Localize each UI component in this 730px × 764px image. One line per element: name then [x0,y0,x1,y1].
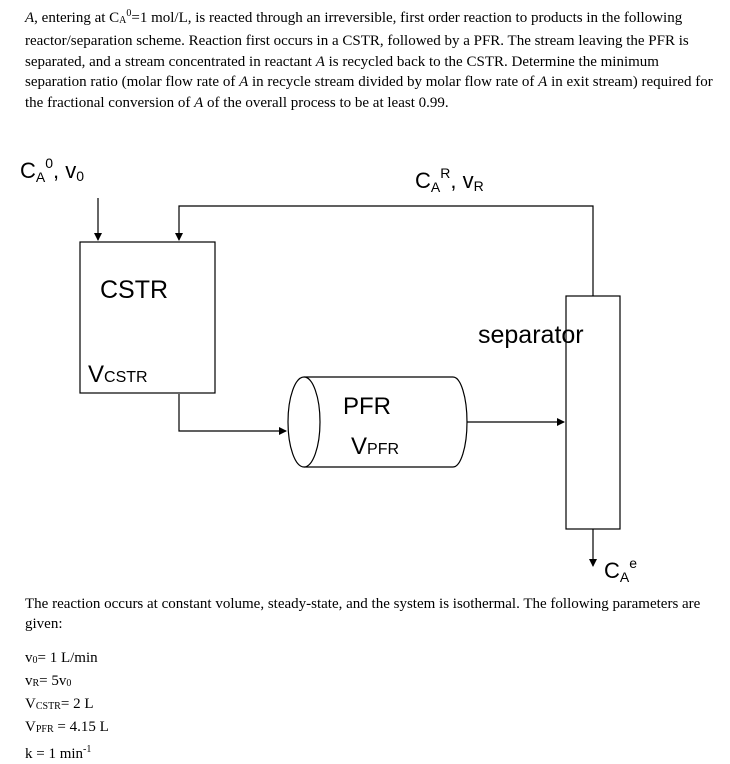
pfr-cylinder-end [287,376,321,468]
cstr-volume-label: VCSTR [88,361,148,388]
param-v0: v0= 1 L/min [25,650,98,666]
param-k: k = 1 min-1 [25,744,92,762]
problem-statement: A, entering at CA0=1 mol/L, is reacted t… [25,8,713,111]
cstr-to-pfr-line [178,394,287,435]
pfr-label: PFR [343,393,391,420]
separator-column [565,295,621,530]
cstr-label: CSTR [100,276,168,304]
recycle-label: CAR, vR [415,165,484,195]
recycle-line [175,205,594,296]
separator-label: separator [478,321,584,349]
process-diagram: CA0, v0 CAR, vR CSTR VCSTR PFR VPFR sepa… [20,155,637,585]
feed-label: CA0, v0 [20,155,84,185]
param-vcstr: VCSTR= 2 L [25,696,94,712]
param-vr: vR= 5v0 [25,673,72,689]
exit-label: CAe [604,555,637,585]
cstr-box [79,241,216,394]
param-vpfr: VPFR = 4.15 L [25,719,109,735]
conditions-text: The reaction occurs at constant volume, … [25,596,701,633]
parameter-list: v0= 1 L/min vR= 5v0 VCSTR= 2 L VPFR = 4.… [25,648,109,764]
pfr-volume-label: VPFR [351,433,399,460]
